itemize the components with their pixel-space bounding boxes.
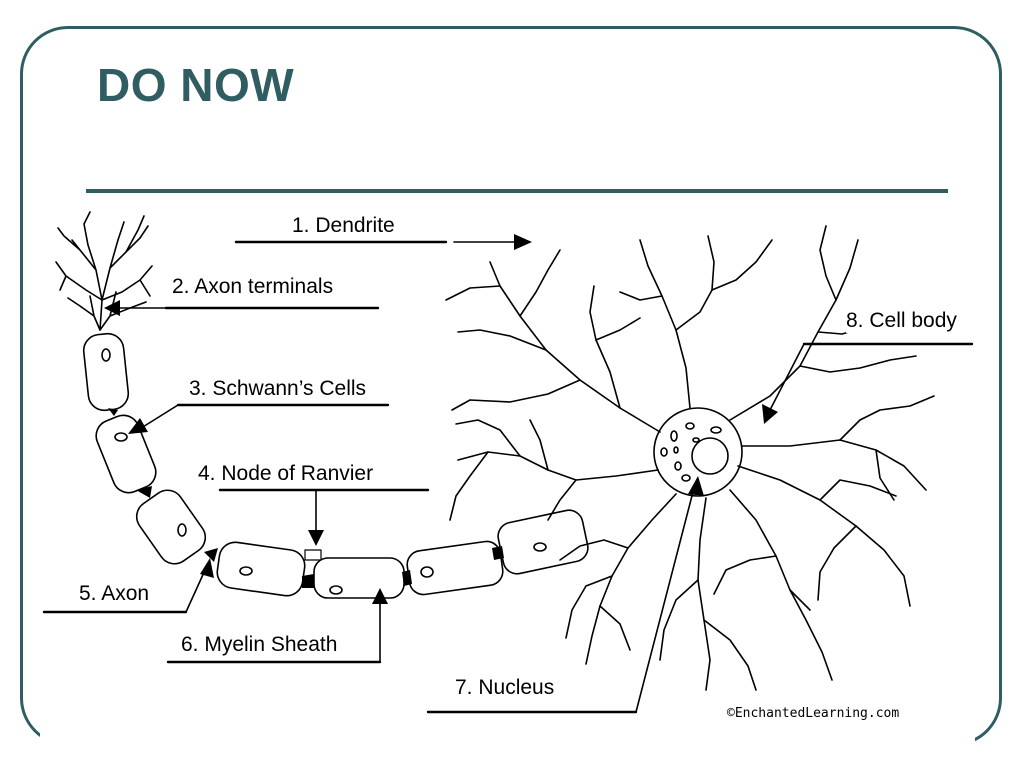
leader-lines [42,240,974,714]
label-dendrite: 1. Dendrite [292,214,395,238]
title-divider [86,189,948,193]
label-node-of-ranvier: 4. Node of Ranvier [198,462,374,486]
label-axon: 5. Axon [79,582,150,606]
label-schwann-cells: 3. Schwann’s Cells [189,377,367,401]
arrowheads [104,234,778,604]
schwann-cells-drawing [82,332,589,599]
axon-terminals-drawing [55,211,153,331]
label-cell-body: 8. Cell body [846,309,957,333]
dendrites-drawing [445,225,935,691]
frame-gap [40,690,975,760]
slide-title: DO NOW [97,59,295,111]
label-nucleus: 7. Nucleus [455,676,555,700]
label-myelin-sheath: 6. Myelin Sheath [181,633,338,657]
label-axon-terminals: 2. Axon terminals [172,275,334,299]
nodes-drawing [108,408,504,588]
copyright-credit: ©EnchantedLearning.com [727,706,900,721]
cell-body-drawing [653,407,743,497]
